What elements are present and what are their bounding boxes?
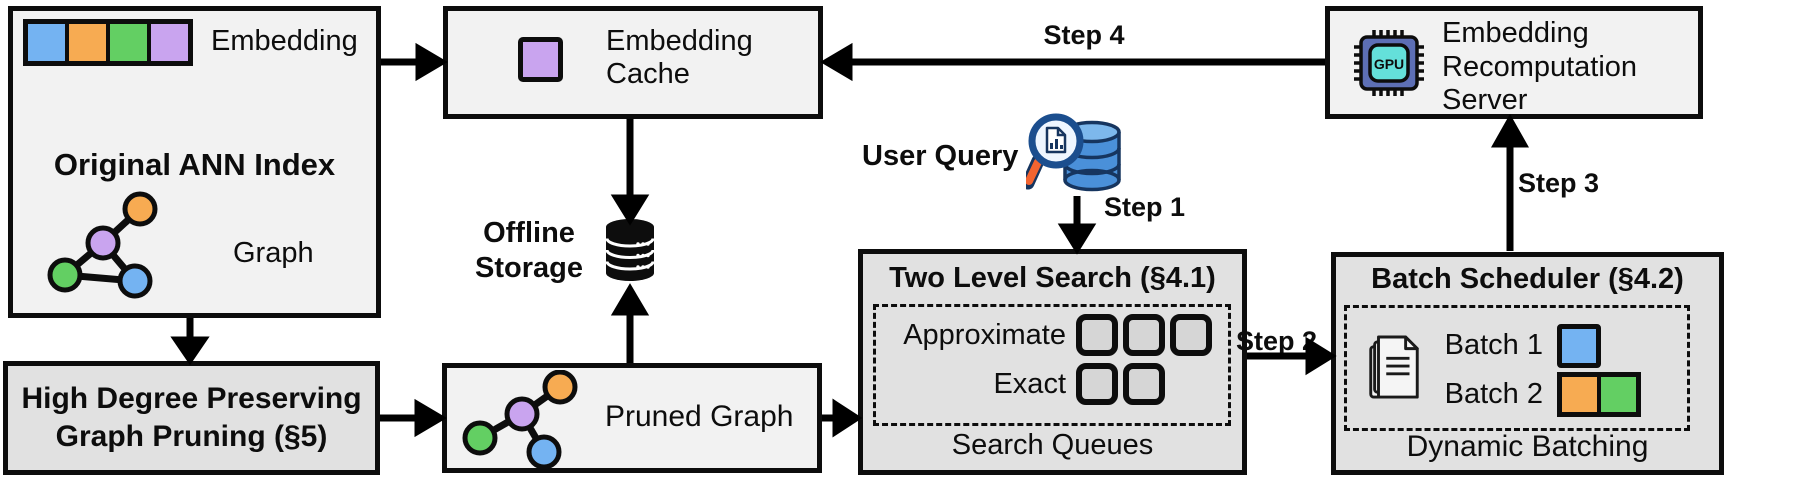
queue-slot-icon xyxy=(1123,314,1165,356)
arrow-pruned-graph-to-search xyxy=(822,398,863,438)
queue-slot-icon xyxy=(1076,314,1118,356)
arrow-step1-query-to-search xyxy=(1057,196,1097,255)
batch2-row: Batch 2 xyxy=(1425,371,1687,417)
search-queues-panel: Approximate Exact xyxy=(873,304,1231,426)
pruned-graph-box: Pruned Graph xyxy=(442,363,822,473)
embedding-vector-icon xyxy=(23,19,193,66)
magnifier-handle xyxy=(1026,158,1042,185)
original-graph-icon xyxy=(47,191,158,299)
batch1-embedding-blue xyxy=(1557,323,1601,368)
arrow-step4-server-to-cache xyxy=(820,42,1325,82)
embedding-cache-box: Embedding Cache xyxy=(443,6,823,119)
embedding-cache-line2: Cache xyxy=(606,58,690,91)
step4-label: Step 4 xyxy=(1043,20,1125,50)
batch2-embedding-pair xyxy=(1557,371,1641,417)
batch2-embedding-green xyxy=(1601,376,1636,412)
server-line3: Server xyxy=(1442,84,1528,117)
database-icon xyxy=(605,219,655,281)
two-level-search-box: Two Level Search (§4.1) Approximate Exac… xyxy=(858,249,1247,475)
graph-pruning-line1: High Degree Preserving xyxy=(21,382,362,415)
arrow-cache-to-storage xyxy=(610,119,650,226)
approximate-label: Approximate xyxy=(903,318,1066,351)
embedding-cell-blue xyxy=(28,24,65,61)
server-line1: Embedding xyxy=(1442,17,1589,49)
batch2-embedding-orange xyxy=(1562,376,1597,412)
batch-scheduler-title: Batch Scheduler (§4.2) xyxy=(1371,263,1684,295)
graph-label: Graph xyxy=(233,237,314,269)
batch1-row: Batch 1 xyxy=(1425,323,1687,368)
gpu-text: GPU xyxy=(1374,56,1404,72)
exact-label: Exact xyxy=(993,367,1066,400)
embedding-label: Embedding xyxy=(211,25,358,57)
batch2-label: Batch 2 xyxy=(1444,377,1543,410)
arrow-ann-to-pruning xyxy=(170,318,210,366)
batch1-label: Batch 1 xyxy=(1444,329,1543,361)
pruned-graph-icon xyxy=(462,370,578,470)
queue-slot-icon xyxy=(1076,363,1118,405)
queue-slot-icon xyxy=(1170,314,1212,356)
step2-label: Step 2 xyxy=(1236,326,1318,356)
ann-index-title: Original ANN Index xyxy=(53,147,336,182)
embedding-cell-orange xyxy=(69,24,106,61)
exact-queue-row: Exact xyxy=(876,363,1228,405)
offline-storage-line1: Offline xyxy=(483,217,575,249)
graph-pruning-box: High Degree Preserving Graph Pruning (§5… xyxy=(3,361,380,475)
documents-stack-icon xyxy=(1369,335,1419,399)
two-level-search-title: Two Level Search (§4.1) xyxy=(889,262,1216,294)
approximate-queue-row: Approximate xyxy=(876,314,1228,356)
embedding-cell-purple xyxy=(151,24,188,61)
graph-pruning-line2: Graph Pruning (§5) xyxy=(55,419,328,453)
arrow-pruning-to-pruned-graph xyxy=(380,398,447,438)
cached-embedding-icon xyxy=(518,37,563,82)
arrow-ann-to-cache xyxy=(381,42,448,82)
pruned-graph-label: Pruned Graph xyxy=(605,400,794,433)
batch-scheduler-box: Batch Scheduler (§4.2) Batch 1 xyxy=(1331,252,1724,475)
embedding-cell-green xyxy=(110,24,147,61)
gpu-chip-icon: GPU xyxy=(1354,30,1424,96)
embedding-cache-line1: Embedding xyxy=(606,25,753,57)
dynamic-batching-panel: Batch 1 Batch 2 xyxy=(1344,305,1690,431)
original-ann-index-box: Embedding Original ANN Index Graph xyxy=(8,6,381,318)
query-magnifier-database-icon xyxy=(1026,113,1121,192)
embedding-cache-label: Embedding Cache xyxy=(606,25,753,92)
server-line2: Recomputation xyxy=(1442,50,1638,83)
dynamic-batching-caption: Dynamic Batching xyxy=(1406,430,1649,463)
recomputation-server-label: Embedding Recomputation Server xyxy=(1442,17,1637,118)
search-queues-caption: Search Queues xyxy=(951,429,1154,461)
queue-slot-icon xyxy=(1123,363,1165,405)
step3-label: Step 3 xyxy=(1518,168,1600,198)
user-query-label: User Query xyxy=(862,140,1019,172)
arrow-pruned-graph-to-storage xyxy=(610,283,650,363)
step1-label: Step 1 xyxy=(1104,192,1186,222)
offline-storage-label: Offline Storage xyxy=(462,216,596,287)
document-chart-glyph xyxy=(1045,126,1067,154)
offline-storage-line2: Storage xyxy=(475,252,583,285)
recomputation-server-box: GPU Embedding Recomputation Server xyxy=(1325,6,1703,119)
